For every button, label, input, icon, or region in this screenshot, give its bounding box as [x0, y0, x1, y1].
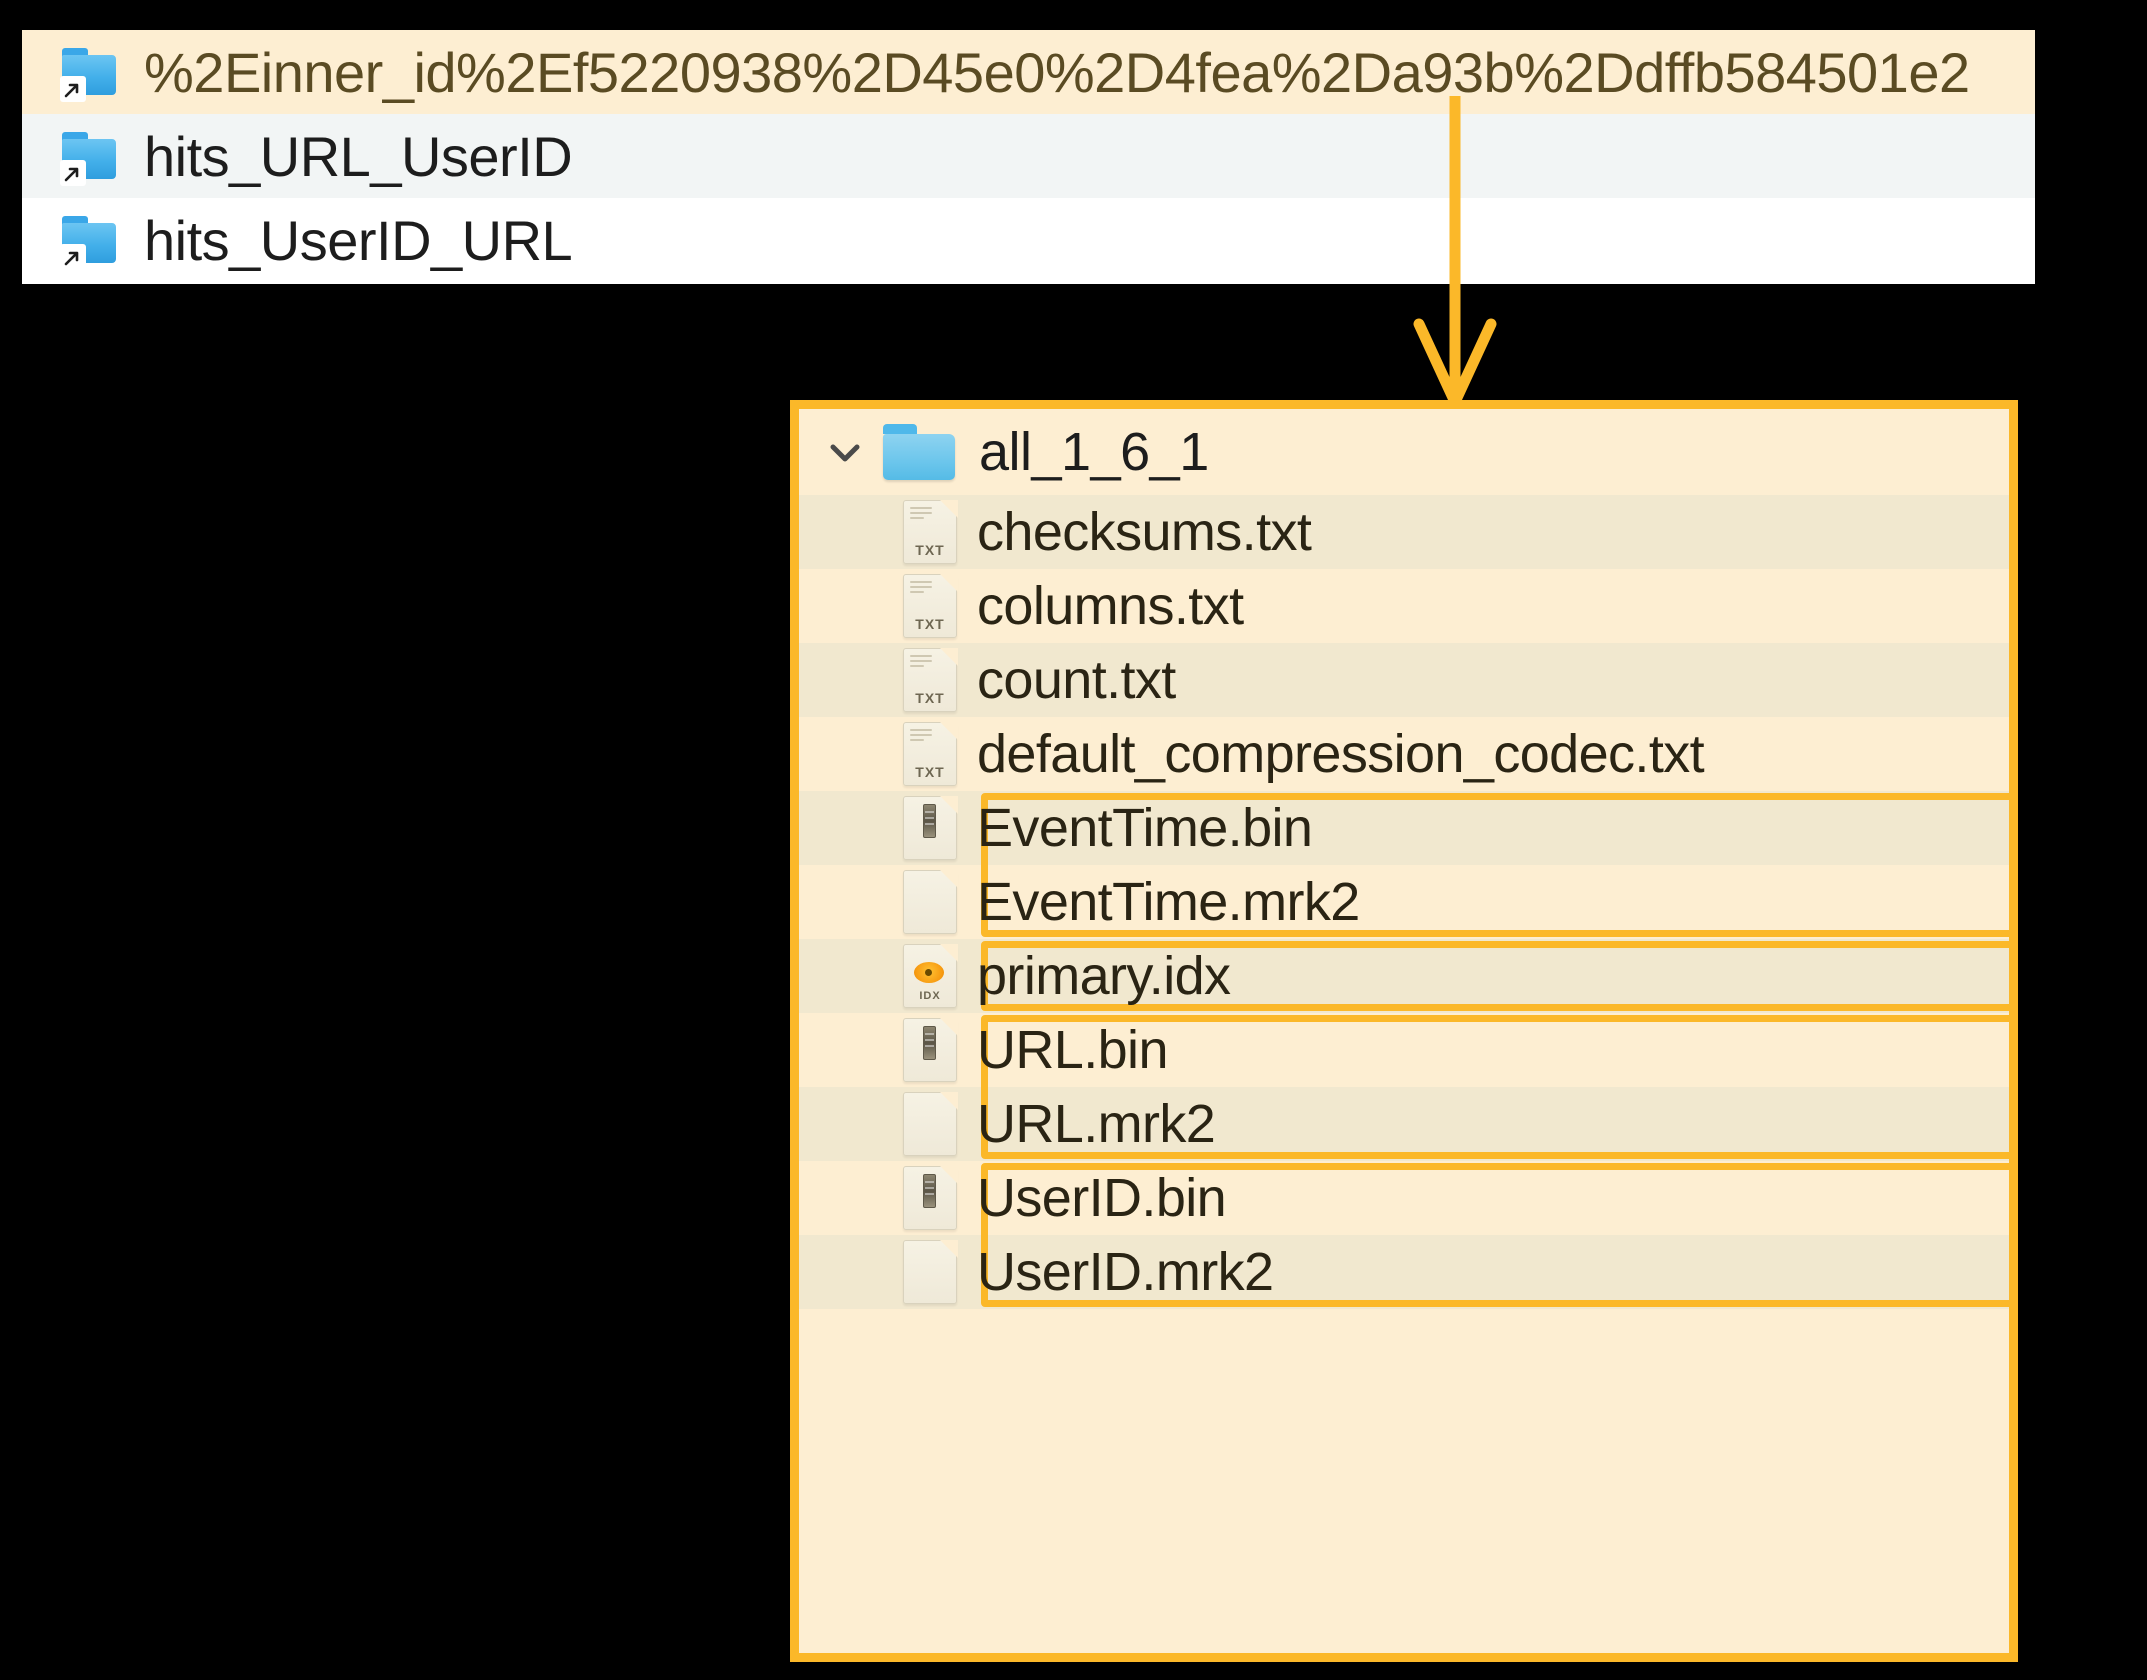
- blank-file-icon: [903, 868, 959, 936]
- file-row[interactable]: UserID.mrk2: [799, 1235, 2009, 1309]
- bin-file-icon: [903, 794, 959, 862]
- file-row[interactable]: URL.bin: [799, 1013, 2009, 1087]
- txt-file-icon: TXT: [903, 720, 959, 788]
- file-name-label: UserID.bin: [977, 1168, 1227, 1228]
- file-name-label: EventTime.mrk2: [977, 872, 1360, 932]
- folder-list-item-label: hits_UserID_URL: [144, 208, 573, 272]
- file-name-label: UserID.mrk2: [977, 1242, 1274, 1302]
- file-row[interactable]: TXT columns.txt: [799, 569, 2009, 643]
- file-row[interactable]: IDX primary.idx: [799, 939, 2009, 1013]
- file-name-label: primary.idx: [977, 946, 1231, 1006]
- file-name-label: checksums.txt: [977, 502, 1312, 562]
- file-row[interactable]: TXT checksums.txt: [799, 495, 2009, 569]
- folder-shortcut-icon: [60, 214, 122, 270]
- folder-list-item-label: hits_URL_UserID: [144, 124, 573, 188]
- bin-file-icon: [903, 1164, 959, 1232]
- file-row[interactable]: TXT default_compression_codec.txt: [799, 717, 2009, 791]
- bin-file-icon: [903, 1016, 959, 1084]
- file-name-label: EventTime.bin: [977, 798, 1313, 858]
- folder-icon: [883, 424, 957, 480]
- folder-header-row[interactable]: all_1_6_1: [799, 409, 2009, 495]
- file-row[interactable]: UserID.bin: [799, 1161, 2009, 1235]
- file-name-label: default_compression_codec.txt: [977, 724, 1705, 784]
- txt-file-icon: TXT: [903, 572, 959, 640]
- file-row[interactable]: URL.mrk2: [799, 1087, 2009, 1161]
- folder-list-item[interactable]: hits_URL_UserID: [22, 114, 2035, 198]
- folder-list-panel: %2Einner_id%2Ef5220938%2D45e0%2D4fea%2Da…: [22, 30, 2035, 284]
- folder-list-item[interactable]: hits_UserID_URL: [22, 198, 2035, 282]
- file-name-label: URL.bin: [977, 1020, 1169, 1080]
- chevron-down-icon[interactable]: [821, 428, 869, 476]
- idx-file-icon: IDX: [903, 942, 959, 1010]
- file-name-label: URL.mrk2: [977, 1094, 1216, 1154]
- file-name-label: columns.txt: [977, 576, 1244, 636]
- blank-file-icon: [903, 1238, 959, 1306]
- txt-file-icon: TXT: [903, 498, 959, 566]
- folder-name-label: all_1_6_1: [979, 422, 1209, 482]
- folder-shortcut-icon: [60, 46, 122, 102]
- blank-file-icon: [903, 1090, 959, 1158]
- file-row[interactable]: EventTime.bin: [799, 791, 2009, 865]
- folder-list-item-selected[interactable]: %2Einner_id%2Ef5220938%2D45e0%2D4fea%2Da…: [22, 30, 2035, 114]
- file-row[interactable]: EventTime.mrk2: [799, 865, 2009, 939]
- txt-file-icon: TXT: [903, 646, 959, 714]
- file-name-label: count.txt: [977, 650, 1176, 710]
- folder-shortcut-icon: [60, 130, 122, 186]
- folder-list-item-label: %2Einner_id%2Ef5220938%2D45e0%2D4fea%2Da…: [144, 40, 1970, 104]
- down-arrow-icon: [1395, 90, 1515, 416]
- file-row[interactable]: TXT count.txt: [799, 643, 2009, 717]
